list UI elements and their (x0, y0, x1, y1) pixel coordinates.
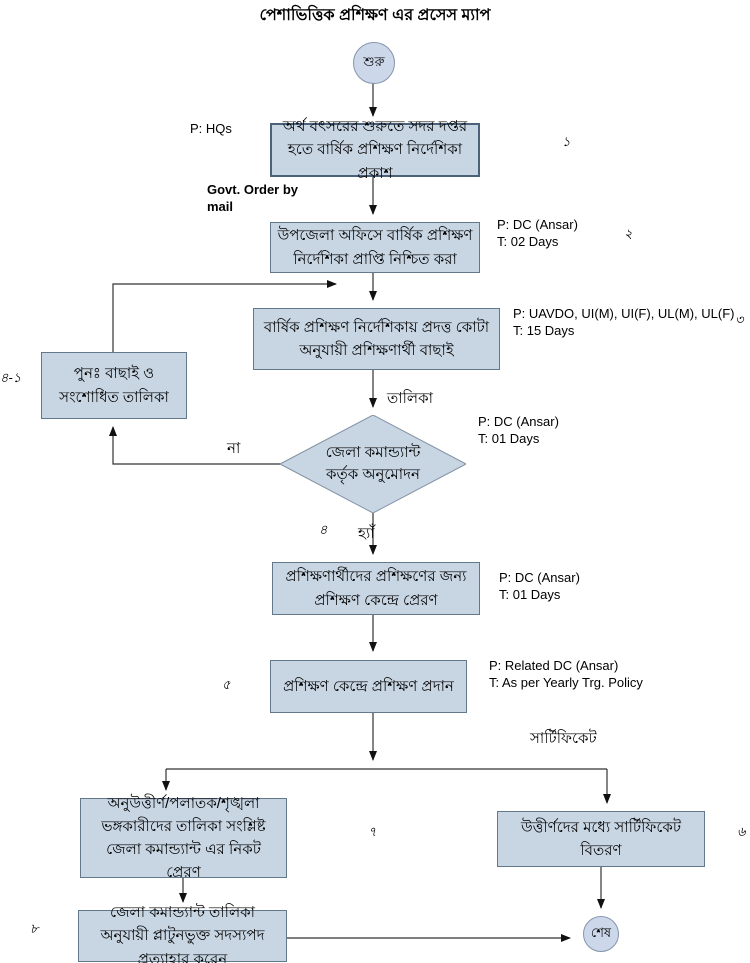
start-terminal: শুরু (353, 42, 395, 84)
step-number-2: ২ (624, 226, 633, 241)
node-fail-list: অনুউত্তীর্ণ/পলাতক/শৃঙ্খলা ভঙ্গকারীদের তা… (80, 795, 287, 881)
edge-decision-no-to-revise (109, 426, 280, 465)
step-number-8: ৮ (30, 921, 39, 936)
page-title: পেশাভিত্তিক প্রশিক্ষণ এর প্রসেস ম্যাপ (259, 7, 491, 24)
annotation-train-pt: P: Related DC (Ansar) T: As per Yearly T… (489, 658, 643, 690)
node-withdraw-membership: জেলা কমান্ড্যান্ট তালিকা অনুযায়ী প্লাটু… (78, 904, 287, 963)
annotation-govt-order: Govt. Order by mail (207, 182, 299, 214)
annotation-performer-hqs: P: HQs (190, 121, 232, 136)
edge-revise-feedback (112, 280, 337, 352)
node-distribute-certificates: উত্তীর্ণদের মধ্যে সার্টিফিকেট বিতরণ (497, 811, 705, 867)
step-number-4-1: ৪-১ (0, 370, 22, 385)
edge-label-no: না (227, 440, 241, 457)
end-label: শেষ (590, 924, 612, 940)
step-number-6: ৬ (737, 824, 746, 839)
annotation-send-pt: P: DC (Ansar) T: 01 Days (499, 570, 580, 602)
edge-label-list: তালিকা (387, 390, 433, 407)
annotation-select-pt: P: UAVDO, UI(M), UI(F), UL(M), UL(F) T: … (513, 306, 735, 338)
annotation-confirm-pt: P: DC (Ansar) T: 02 Days (497, 217, 578, 249)
node-publish-guideline: অর্থ বৎসরের শুরুতে সদর দপ্তর হতে বার্ষিক… (270, 118, 480, 182)
step-number-7: ৭ (368, 824, 377, 839)
step-number-3: ৩ (735, 312, 744, 327)
edge-label-certificate: সার্টিফিকেট (530, 730, 597, 747)
start-label: শুরু (363, 53, 385, 69)
node-confirm-receipt: উপজেলা অফিসে বার্ষিক প্রশিক্ষণ নির্দেশিক… (270, 222, 480, 273)
node-approval-decision: জেলা কমান্ড্যান্ট কর্তৃক অনুমোদন (278, 414, 468, 514)
end-terminal: শেষ (583, 916, 619, 952)
step-number-5: ৫ (222, 677, 231, 692)
edge-label-yes: হ্যাঁ (358, 525, 375, 542)
annotation-decision-pt: P: DC (Ansar) T: 01 Days (478, 414, 559, 446)
node-select-trainees: বার্ষিক প্রশিক্ষণ নির্দেশিকায় প্রদত্ত ক… (253, 308, 500, 370)
step-number-1: ১ (562, 134, 571, 149)
node-provide-training: প্রশিক্ষণ কেন্দ্রে প্রশিক্ষণ প্রদান (270, 660, 467, 713)
node-revise-list: পুনঃ বাছাই ও সংশোধিত তালিকা (41, 352, 187, 419)
step-number-4: ৪ (319, 522, 328, 537)
node-send-trainees: প্রশিক্ষণার্থীদের প্রশিক্ষণের জন্য প্রশি… (272, 562, 480, 615)
decision-label: জেলা কমান্ড্যান্ট কর্তৃক অনুমোদন (325, 443, 421, 484)
